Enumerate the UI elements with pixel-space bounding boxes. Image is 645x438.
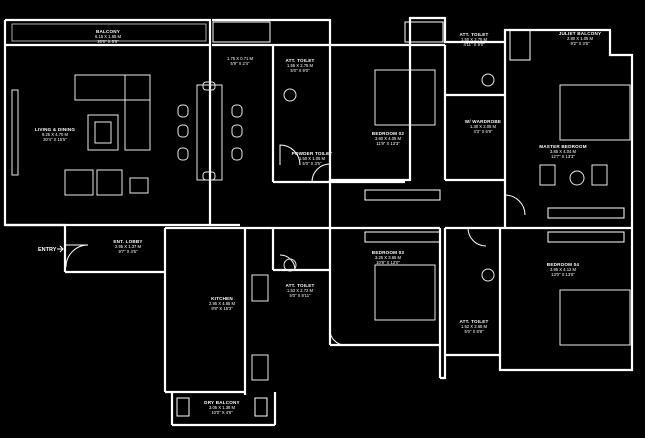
room-size-balcony: 6.15 X 1.65 M bbox=[95, 34, 122, 39]
room-feet-toilet-small: 5'9" X 2'4" bbox=[230, 61, 250, 66]
room-size-bedroom-4: 3.95 X 4.12 M bbox=[550, 267, 577, 272]
room-name-powder: POWDER TOILET bbox=[292, 151, 333, 156]
room-size-kitchen: 2.95 X 4.65 M bbox=[209, 301, 236, 306]
room-name-juliet: JULIET BALCONY bbox=[559, 31, 602, 36]
room-feet-master: 12'7" X 13'3" bbox=[551, 154, 575, 159]
doors bbox=[65, 144, 526, 346]
room-size-att-toilet-1: 1.55 X 2.75 M bbox=[287, 63, 314, 68]
room-feet-juliet: 9'2" X 3'5" bbox=[570, 41, 590, 46]
room-name-att-toilet-1: ATT. TOILET bbox=[285, 58, 314, 63]
room-size-powder: 1.50 X 1.05 M bbox=[299, 156, 326, 161]
room-size-bedroom-2: 3.60 X 4.05 M bbox=[375, 136, 402, 141]
room-feet-balcony: 20'0" X 5'6" bbox=[97, 39, 119, 44]
room-feet-att-toilet-2: 4'11" X 9'0" bbox=[463, 42, 485, 47]
room-feet-bedroom-3: 10'8" X 12'0" bbox=[376, 260, 400, 265]
room-name-bedroom-4: BEDROOM 04 bbox=[547, 262, 580, 267]
furniture bbox=[11, 21, 631, 417]
room-name-wardrobe: W/ WARDROBE bbox=[465, 119, 501, 124]
entry-arrow-icon bbox=[57, 245, 64, 253]
room-size-juliet: 2.80 X 1.05 M bbox=[567, 36, 594, 41]
room-feet-living: 30'4" X 15'5" bbox=[43, 137, 67, 142]
room-size-att-toilet-4: 1.52 X 2.65 M bbox=[461, 324, 488, 329]
room-size-lobby: 2.95 X 1.37 M bbox=[115, 244, 142, 249]
room-feet-dry-balcony: 10'0" X 4'6" bbox=[211, 410, 233, 415]
room-feet-bedroom-2: 11'9" X 13'3" bbox=[376, 141, 400, 146]
room-size-wardrobe: 1.30 X 2.05 M bbox=[470, 124, 497, 129]
entry-label: ENTRY bbox=[38, 247, 57, 253]
room-feet-bedroom-4: 13'0" X 13'6" bbox=[551, 272, 575, 277]
room-feet-att-toilet-3: 5'0" X 8'11" bbox=[289, 293, 311, 298]
room-size-master: 3.85 X 4.04 M bbox=[550, 149, 577, 154]
room-size-att-toilet-2: 1.50 X 2.75 M bbox=[461, 37, 488, 42]
room-name-bedroom-3: BEDROOM 03 bbox=[372, 250, 405, 255]
room-name-att-toilet-2: ATT. TOILET bbox=[459, 32, 488, 37]
room-name-kitchen: KITCHEN bbox=[211, 296, 233, 301]
room-name-lobby: ENT. LOBBY bbox=[113, 239, 142, 244]
room-size-toilet-small: 1.75 X 0.71 M bbox=[227, 56, 254, 61]
room-feet-kitchen: 9'8" X 15'3" bbox=[211, 306, 233, 311]
room-name-living: LIVING & DINING bbox=[35, 127, 75, 132]
room-feet-lobby: 9'7" X 4'6" bbox=[118, 249, 138, 254]
wardrobes bbox=[364, 189, 625, 243]
room-name-att-toilet-4: ATT. TOILET bbox=[459, 319, 488, 324]
room-name-bedroom-2: BEDROOM 02 bbox=[372, 131, 405, 136]
room-size-bedroom-3: 3.25 X 3.65 M bbox=[375, 255, 402, 260]
room-feet-wardrobe: 4'3" X 6'9" bbox=[473, 129, 493, 134]
room-size-att-toilet-3: 1.53 X 2.72 M bbox=[287, 288, 314, 293]
room-feet-powder: 5'0" X 3'5" bbox=[302, 161, 322, 166]
room-name-master: MASTER BEDROOM bbox=[539, 144, 586, 149]
room-name-dry-balcony: DRY BALCONY bbox=[204, 400, 240, 405]
walls bbox=[3, 16, 634, 427]
room-labels: BALCONY 6.15 X 1.65 M 20'0" X 5'6" LIVIN… bbox=[35, 29, 601, 415]
room-feet-att-toilet-1: 5'0" X 9'0" bbox=[290, 68, 310, 73]
room-size-living: 9.25 X 4.70 M bbox=[42, 132, 69, 137]
room-name-balcony: BALCONY bbox=[96, 29, 120, 34]
room-size-dry-balcony: 3.05 X 1.38 M bbox=[209, 405, 236, 410]
room-feet-att-toilet-4: 5'0" X 8'8" bbox=[464, 329, 484, 334]
room-name-att-toilet-3: ATT. TOILET bbox=[285, 283, 314, 288]
